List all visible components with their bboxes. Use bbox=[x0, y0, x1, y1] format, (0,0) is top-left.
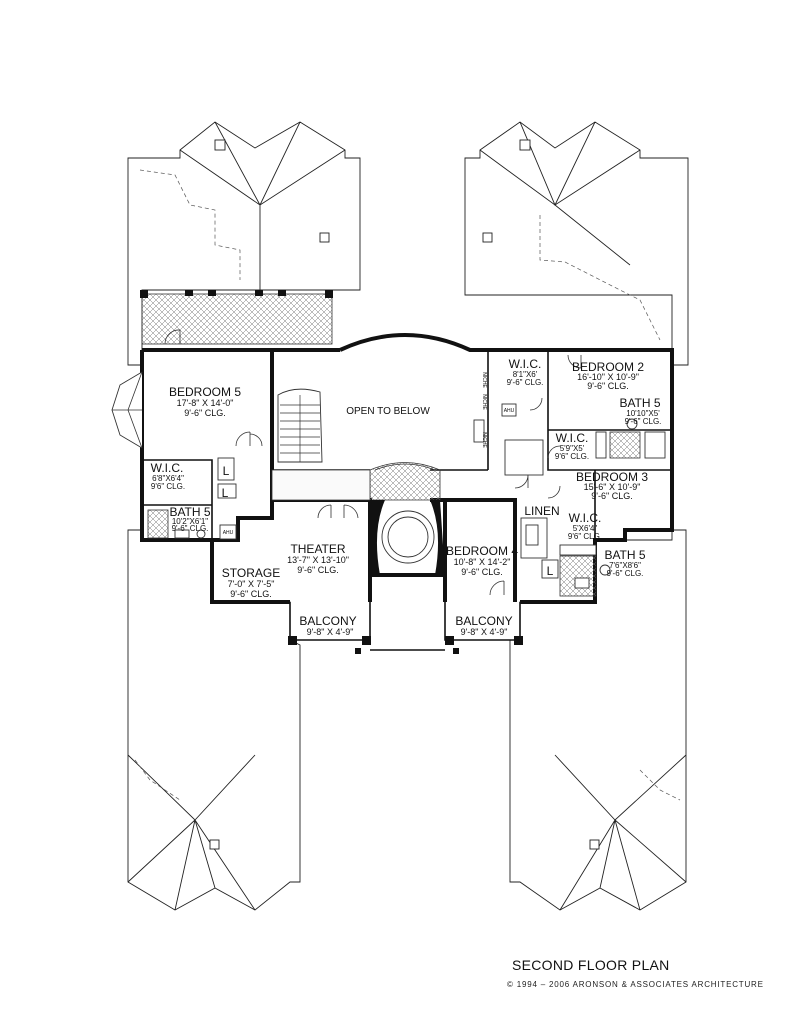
room-wic-top: W.I.C. 8'1"X6' 9'-6" CLG. bbox=[507, 357, 544, 387]
room-bedroom-2: BEDROOM 2 16'-10" X 10'-9" 9'-6" CLG. bbox=[572, 360, 644, 391]
fixture-tags: L L L AHU AHU NICHE NICHE NICHE bbox=[222, 372, 554, 578]
bath-5-r2-name: BATH 5 bbox=[604, 548, 645, 562]
balcony-columns bbox=[288, 636, 523, 654]
bedroom-4-ceiling: 9'-6" CLG. bbox=[461, 567, 502, 577]
wic-top-size: 8'1"X6' bbox=[513, 370, 538, 379]
linen-name: LINEN bbox=[524, 504, 559, 518]
balcony-left-name: BALCONY bbox=[299, 614, 356, 628]
balcony-right-size: 9'-8" X 4'-9" bbox=[461, 627, 508, 637]
wic-mid-ceiling: 9'6" CLG. bbox=[555, 452, 589, 461]
niche-tag-1: NICHE bbox=[481, 372, 487, 388]
bedroom-3-size: 15'-6" X 10'-9" bbox=[584, 482, 641, 492]
wic-r2-ceiling: 9'6" CLG. bbox=[568, 532, 602, 541]
bath-fixtures bbox=[147, 418, 666, 597]
theater-size: 13'-7" X 13'-10" bbox=[287, 555, 349, 565]
wic-left-size: 6'8"X6'4" bbox=[152, 474, 184, 483]
room-bath-5-right-1: BATH 5 10'10"X5' 9'-6" CLG. bbox=[619, 396, 661, 426]
closets bbox=[217, 403, 559, 579]
theater-ceiling: 9'-6" CLG. bbox=[297, 565, 338, 575]
bedroom-5-ceiling: 9'-6" CLG. bbox=[184, 408, 225, 418]
room-bath-5-right-2: BATH 5 7'6"X8'6" 9'-6" CLG. bbox=[604, 548, 645, 578]
room-bedroom-5: BEDROOM 5 17'-8" X 14'-0" 9'-6" CLG. bbox=[169, 385, 241, 418]
wic-mid-size: 5'9"X5' bbox=[560, 444, 585, 453]
wic-mid-name: W.I.C. bbox=[556, 431, 589, 445]
wic-r2-size: 5'X6'4" bbox=[573, 524, 598, 533]
wic-r2-name: W.I.C. bbox=[569, 511, 602, 525]
room-theater: THEATER 13'-7" X 13'-10" 9'-6" CLG. bbox=[287, 542, 349, 575]
storage-ceiling: 9'-6" CLG. bbox=[230, 589, 271, 599]
laundry-tag-right: L bbox=[547, 564, 554, 578]
wic-left-ceiling: 9'6" CLG. bbox=[151, 482, 185, 491]
room-linen: LINEN bbox=[524, 504, 559, 518]
ahu-tag-right: AHU bbox=[504, 408, 515, 414]
room-wic-left: W.I.C. 6'8"X6'4" 9'6" CLG. bbox=[151, 461, 185, 491]
bedroom-2-ceiling: 9'-6" CLG. bbox=[587, 381, 628, 391]
ahu-tag-left: AHU bbox=[223, 530, 234, 536]
theater-name: THEATER bbox=[290, 542, 345, 556]
wic-top-name: W.I.C. bbox=[509, 357, 542, 371]
wic-left-name: W.I.C. bbox=[151, 461, 184, 475]
open-to-below-label: OPEN TO BELOW bbox=[346, 406, 430, 417]
plan-title: SECOND FLOOR PLAN bbox=[512, 957, 670, 973]
bath-5-r2-size: 7'6"X8'6" bbox=[609, 561, 641, 570]
roof-bottom-right bbox=[509, 529, 687, 911]
bath-5-left-size: 10'2"X6'1" bbox=[172, 517, 208, 526]
rotunda bbox=[370, 500, 445, 575]
niche-tag-3: NICHE bbox=[481, 432, 487, 448]
bedroom-2-name: BEDROOM 2 bbox=[572, 360, 644, 374]
room-open-to-below: OPEN TO BELOW bbox=[346, 406, 430, 417]
bedroom-4-name: BEDROOM 4 bbox=[446, 544, 518, 558]
staircase bbox=[277, 388, 323, 463]
room-bedroom-4: BEDROOM 4 10'-8" X 14'-2" 9'-6" CLG. bbox=[446, 544, 518, 577]
laundry-tag-left: L bbox=[223, 464, 230, 478]
laundry-tag-left-2: L bbox=[222, 486, 229, 500]
terrace-top-left bbox=[140, 290, 333, 345]
room-storage: STORAGE 7'-0" X 7'-5" 9'-6" CLG. bbox=[222, 566, 280, 599]
bedroom-5-name: BEDROOM 5 bbox=[169, 385, 241, 399]
bedroom-5-size: 17'-8" X 14'-0" bbox=[177, 398, 234, 408]
room-wic-mid: W.I.C. 5'9"X5' 9'6" CLG. bbox=[555, 431, 589, 461]
wic-top-ceiling: 9'-6" CLG. bbox=[507, 378, 544, 387]
bedroom-3-name: BEDROOM 3 bbox=[576, 470, 648, 484]
storage-size: 7'-0" X 7'-5" bbox=[228, 579, 275, 589]
storage-name: STORAGE bbox=[222, 566, 280, 580]
bedroom-3-ceiling: 9'-6" CLG. bbox=[591, 491, 632, 501]
niche-tag-2: NICHE bbox=[481, 394, 487, 410]
gallery-railing bbox=[271, 462, 441, 501]
bath-5-r1-ceiling: 9'-6" CLG. bbox=[625, 417, 662, 426]
bedroom-4-size: 10'-8" X 14'-2" bbox=[454, 557, 511, 567]
bath-5-r2-ceiling: 9'-6" CLG. bbox=[607, 569, 644, 578]
bath-5-r1-size: 10'10"X5' bbox=[626, 409, 660, 418]
doors bbox=[235, 354, 582, 596]
bath-5-left-name: BATH 5 bbox=[169, 505, 210, 519]
bath-5-r1-name: BATH 5 bbox=[619, 396, 660, 410]
room-bedroom-3: BEDROOM 3 15'-6" X 10'-9" 9'-6" CLG. bbox=[576, 470, 648, 501]
balcony-left-size: 9'-8" X 4'-9" bbox=[307, 627, 354, 637]
bay-window bbox=[111, 371, 143, 449]
room-balcony-left: BALCONY 9'-8" X 4'-9" bbox=[299, 614, 356, 637]
room-wic-right-2: W.I.C. 5'X6'4" 9'6" CLG. bbox=[568, 511, 602, 541]
bedroom-2-size: 16'-10" X 10'-9" bbox=[577, 372, 639, 382]
roof-top-right bbox=[464, 121, 689, 366]
room-balcony-right: BALCONY 9'-8" X 4'-9" bbox=[455, 614, 512, 637]
balcony-right-name: BALCONY bbox=[455, 614, 512, 628]
bath-5-left-ceiling: 9'-6" CLG. bbox=[172, 524, 209, 533]
copyright-notice: © 1994 – 2006 ARONSON & ASSOCIATES ARCHI… bbox=[507, 980, 764, 989]
room-bath-5-left: BATH 5 10'2"X6'1" 9'-6" CLG. bbox=[169, 505, 210, 533]
